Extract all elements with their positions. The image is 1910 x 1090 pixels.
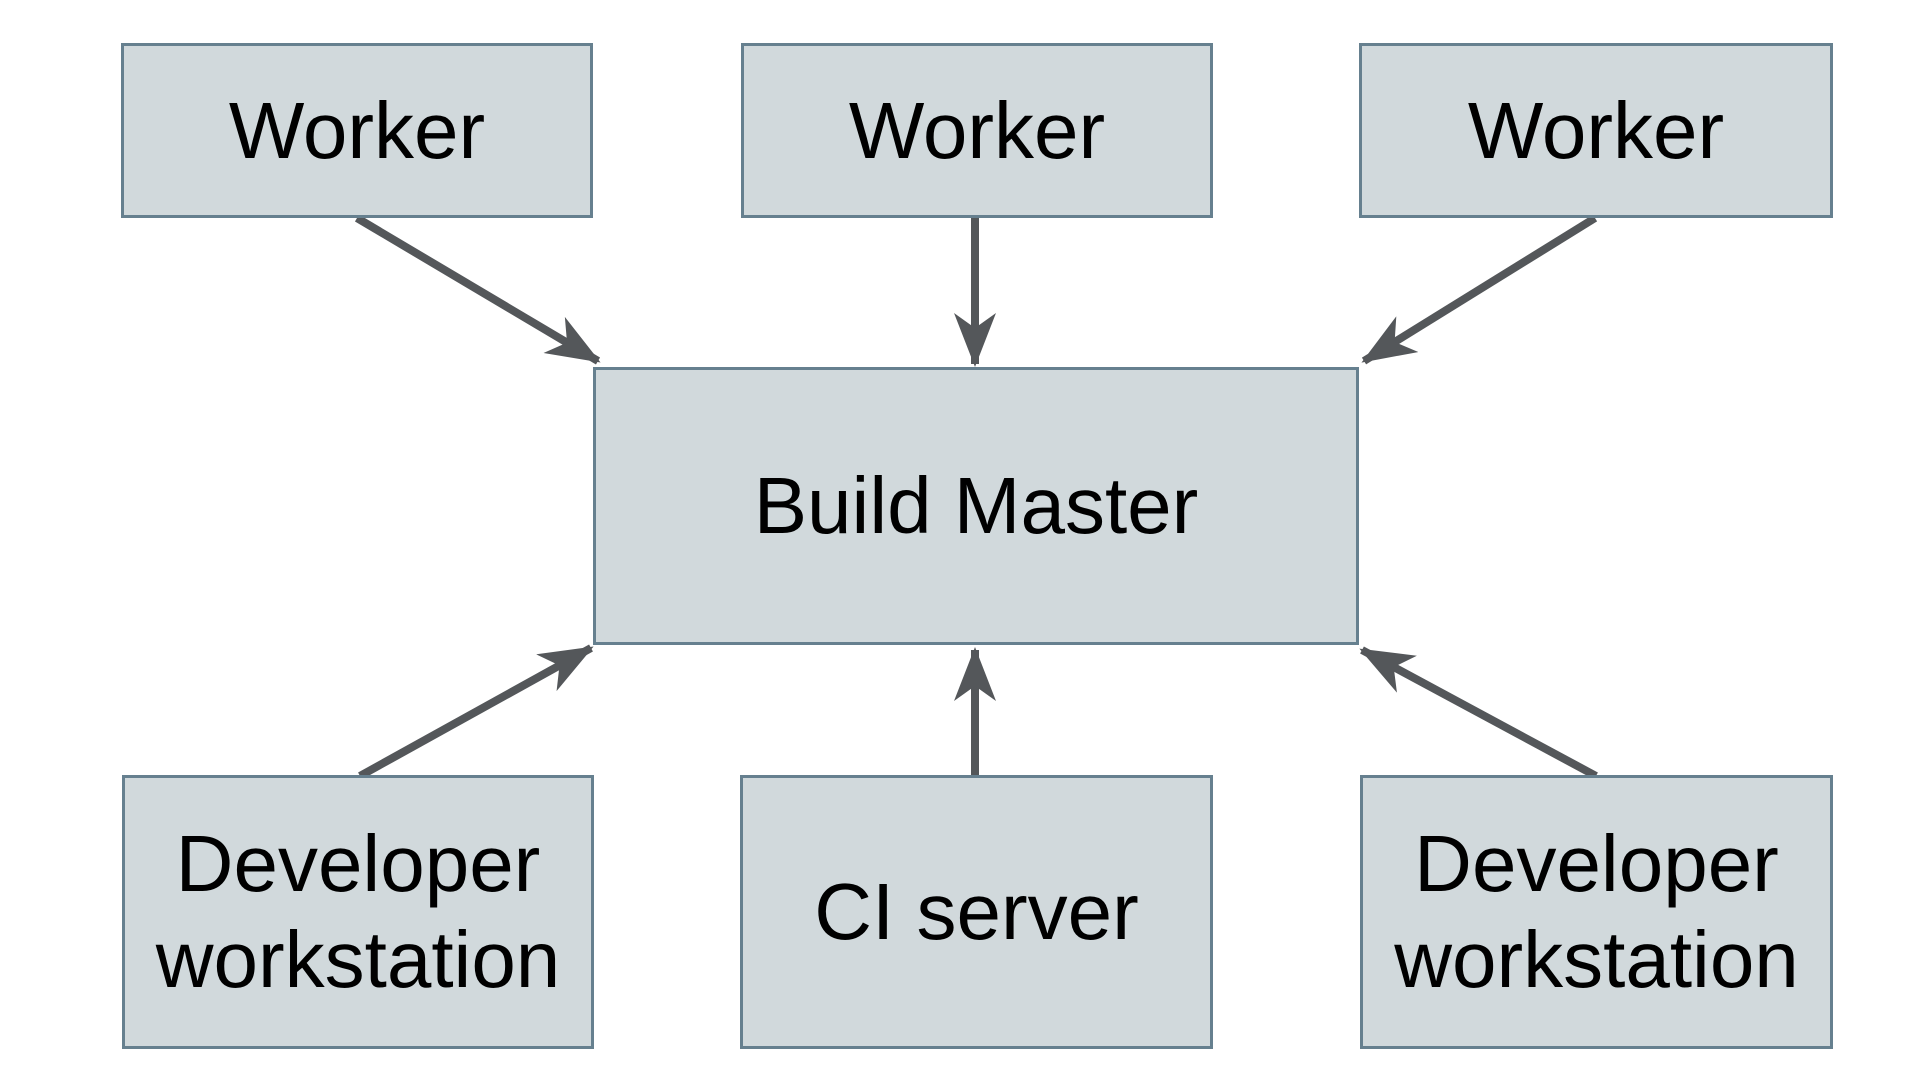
arrow-developer-workstation-left-to-build-master [358, 644, 594, 780]
node-label-worker-2: Worker [848, 85, 1106, 175]
node-label-developer-workstation-left: Developer workstation [155, 819, 561, 1004]
node-build-master: Build Master [593, 367, 1359, 645]
node-worker-1: Worker [121, 43, 593, 218]
node-ci-server: CI server [740, 775, 1213, 1049]
node-label-ci-server: CI server [814, 867, 1139, 956]
node-label-worker-1: Worker [228, 85, 486, 175]
node-worker-2: Worker [741, 43, 1213, 218]
node-label-developer-workstation-right: Developer workstation [1394, 819, 1799, 1004]
arrow-worker-1-to-build-master [354, 214, 601, 365]
node-label-worker-3: Worker [1467, 85, 1725, 175]
node-developer-workstation-right: Developer workstation [1360, 775, 1833, 1049]
node-label-build-master: Build Master [753, 461, 1199, 550]
node-worker-3: Worker [1359, 43, 1833, 218]
node-developer-workstation-left: Developer workstation [122, 775, 594, 1049]
arrow-developer-workstation-right-to-build-master [1359, 646, 1598, 780]
arrow-worker-3-to-build-master [1361, 214, 1598, 365]
